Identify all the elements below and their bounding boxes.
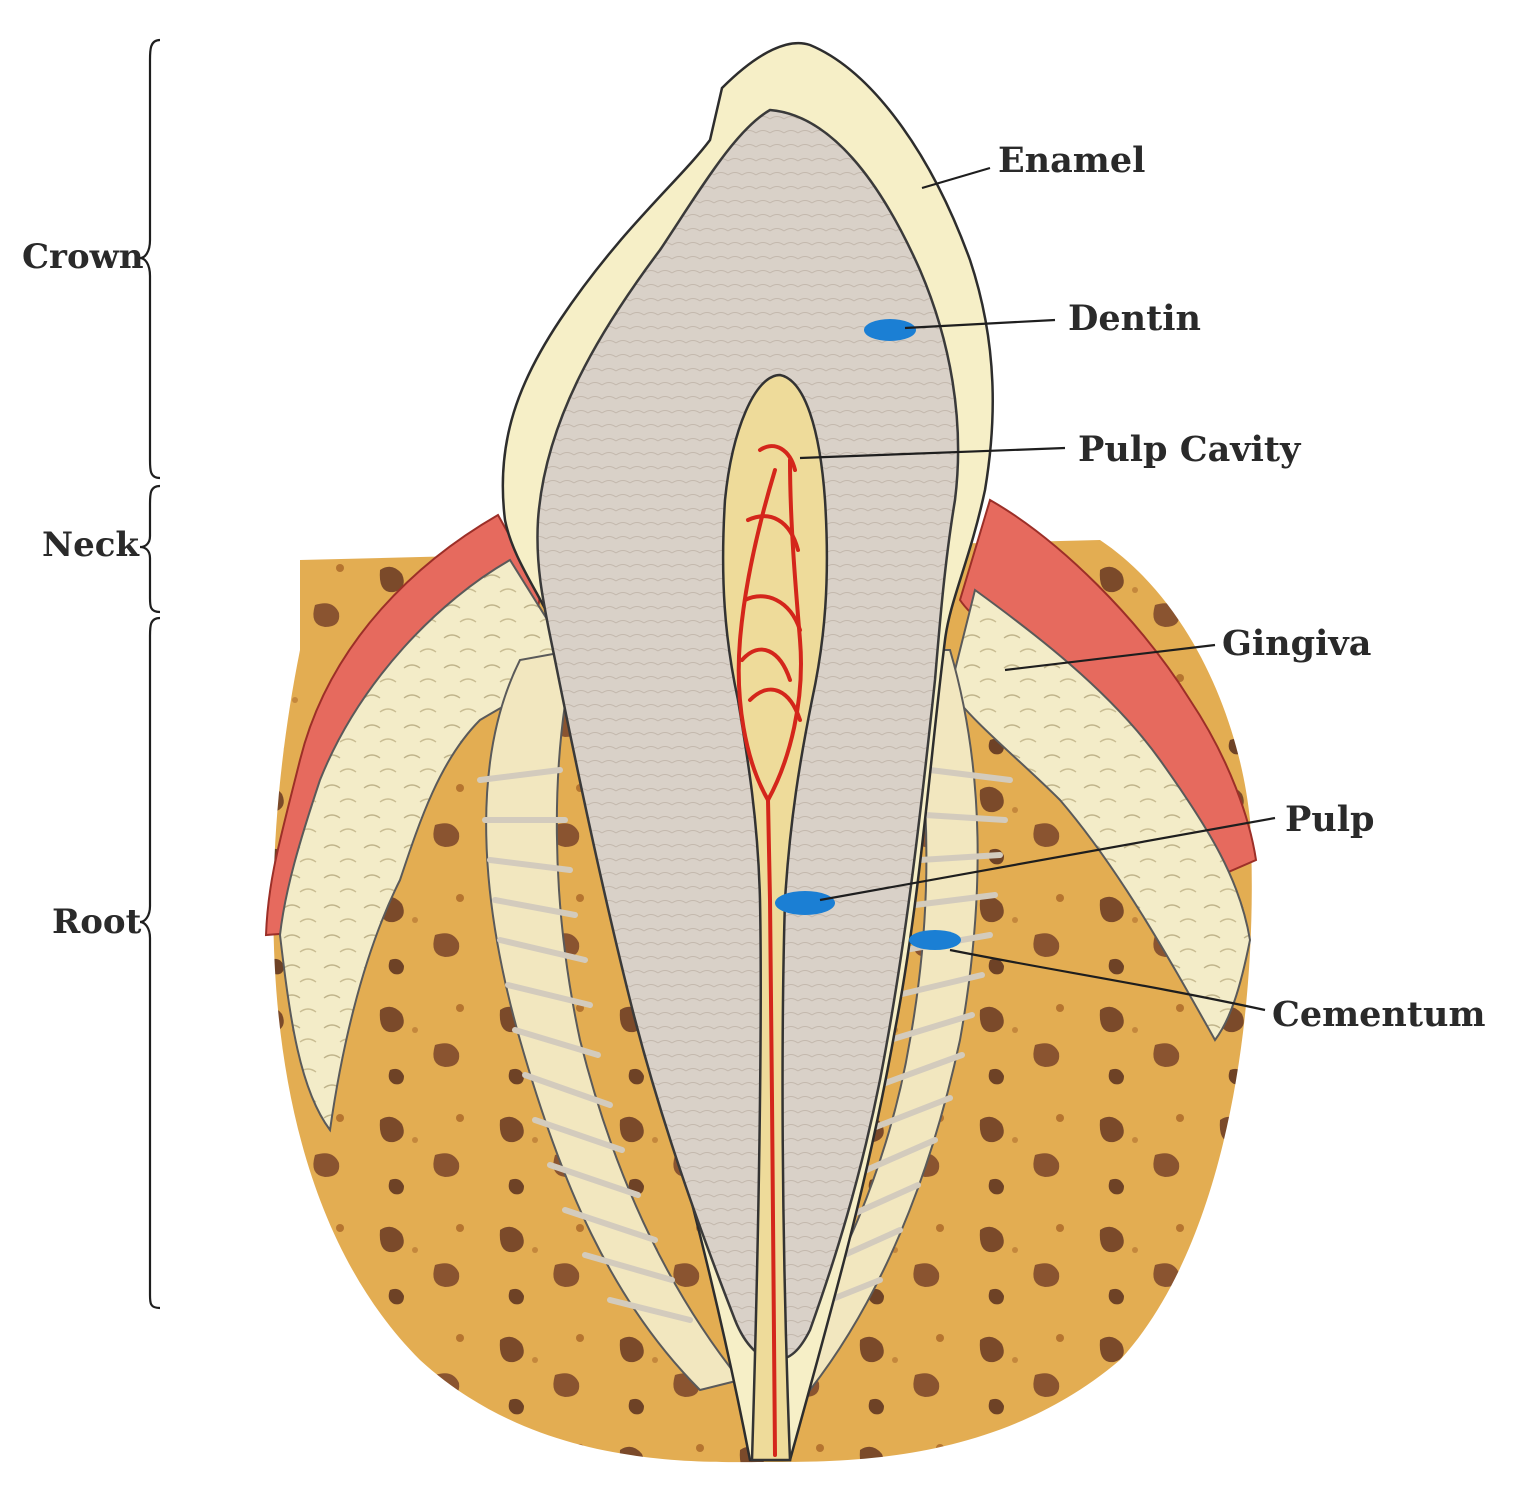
label-pulp: Pulp xyxy=(1285,799,1375,840)
region-label-neck: Neck xyxy=(42,525,140,565)
label-cementum: Cementum xyxy=(1272,994,1486,1035)
label-pulp-cavity: Pulp Cavity xyxy=(1078,429,1302,470)
label-gingiva: Gingiva xyxy=(1222,623,1371,664)
label-dentin: Dentin xyxy=(1068,298,1201,339)
brace-root xyxy=(140,618,160,1308)
region-label-crown: Crown xyxy=(22,237,144,277)
label-enamel: Enamel xyxy=(998,140,1145,181)
region-label-root: Root xyxy=(52,902,142,942)
brace-neck xyxy=(140,486,160,612)
